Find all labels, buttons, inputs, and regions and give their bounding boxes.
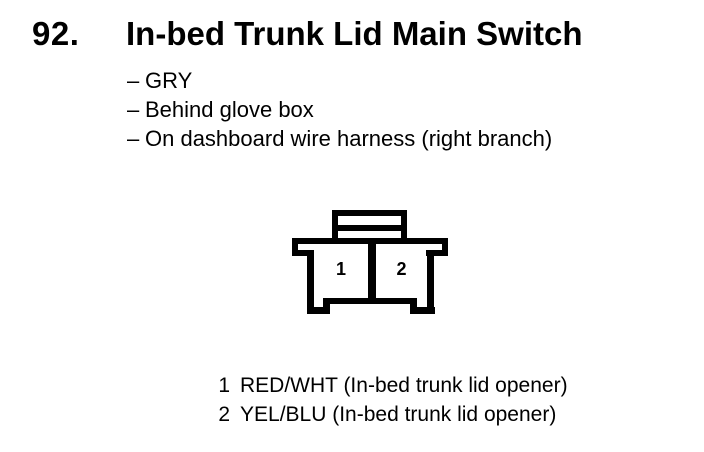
connector-cavity-divider [368, 244, 376, 304]
connector-right-ear [442, 238, 448, 256]
pin-cavity-1: 1 [335, 259, 346, 279]
pin-wire-list: 1 RED/WHT (In-bed trunk lid opener) 2 YE… [217, 371, 568, 429]
pin-number-2: 2 [218, 403, 230, 426]
item-number: 92. [32, 15, 80, 52]
connector-left-foot [307, 307, 330, 314]
detail-text-color: GRY [145, 68, 193, 93]
pin-label-1: RED/WHT (In-bed trunk lid opener) [240, 374, 568, 397]
pin-cavity-2: 2 [396, 259, 407, 279]
pin-row-2: 2 YEL/BLU (In-bed trunk lid opener) [217, 400, 568, 429]
detail-line-color: – GRY [127, 66, 552, 95]
connector-left-ear [292, 238, 298, 256]
detail-line-harness: – On dashboard wire harness (right branc… [127, 124, 552, 153]
connector-left-side [307, 250, 314, 314]
detail-line-location: – Behind glove box [127, 95, 552, 124]
connector-top-edge [292, 238, 448, 244]
pin-number-1: 1 [218, 374, 230, 397]
pin-label-2: YEL/BLU (In-bed trunk lid opener) [240, 403, 557, 426]
connector-right-foot-step [410, 298, 417, 314]
dash-bullet: – [127, 97, 140, 122]
connector-right-side [427, 250, 434, 314]
pin-row-1: 1 RED/WHT (In-bed trunk lid opener) [217, 371, 568, 400]
detail-text-harness: On dashboard wire harness (right branch) [145, 126, 553, 151]
connector-right-ear-step [426, 250, 448, 256]
dash-bullet: – [127, 126, 140, 151]
connector-left-ear-step [292, 250, 314, 256]
detail-list: – GRY – Behind glove box – On dashboard … [127, 66, 552, 153]
connector-latch-bar [338, 225, 401, 231]
dash-bullet: – [127, 68, 140, 93]
connector-latch-tab [332, 210, 407, 238]
connector-right-foot [410, 307, 435, 314]
connector-left-foot-step [323, 298, 330, 314]
page-title: In-bed Trunk Lid Main Switch [126, 15, 583, 52]
connector-diagram: 1 2 [292, 210, 448, 314]
detail-text-location: Behind glove box [145, 97, 314, 122]
